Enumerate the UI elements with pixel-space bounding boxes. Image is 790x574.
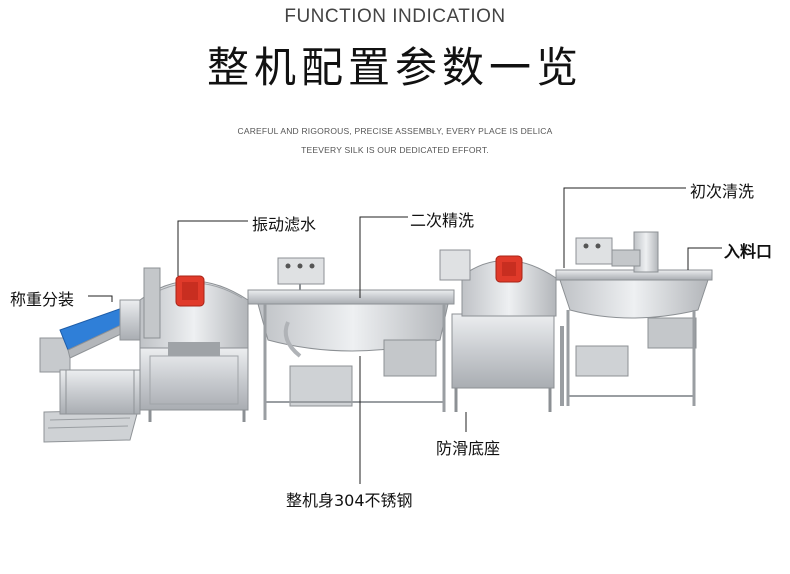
leader-feed-inlet (687, 247, 722, 270)
page-title: 整机配置参数一览 (206, 43, 583, 92)
control-box-2 (575, 237, 613, 265)
leader-first-wash (563, 187, 686, 268)
label-weigh-pack: 称重分装 (10, 290, 75, 309)
label-vibration-filter: 振动滤水 (252, 215, 317, 234)
label-feed-inlet: 入料口 (724, 242, 773, 261)
weighing-packing-unit (39, 299, 143, 443)
leader-lines (88, 187, 722, 484)
label-anti-slip-base: 防滑底座 (436, 439, 501, 458)
label-stainless-body: 整机身304不锈钢 (286, 491, 413, 510)
red-vibration-motor-2 (495, 255, 523, 283)
leader-vibration-filter (177, 220, 248, 276)
label-second-wash: 二次精洗 (410, 211, 475, 230)
control-box (277, 257, 325, 285)
second-wash-tank (247, 257, 455, 420)
description-line-1: CAREFUL AND RIGOROUS, PRECISE ASSEMBLY, … (237, 126, 553, 136)
leader-weigh-pack (88, 295, 113, 302)
vibration-filter-unit (139, 267, 249, 422)
first-wash-unit (555, 231, 713, 406)
leader-second-wash (359, 216, 408, 298)
red-vibration-motor (175, 275, 205, 307)
subtitle-en: FUNCTION INDICATION (284, 6, 506, 27)
middle-wash-unit (439, 249, 564, 412)
description-line-2: TEEVERY SILK IS OUR DEDICATED EFFORT. (301, 145, 489, 155)
pump-box (289, 365, 353, 407)
label-first-wash: 初次清洗 (690, 182, 755, 201)
